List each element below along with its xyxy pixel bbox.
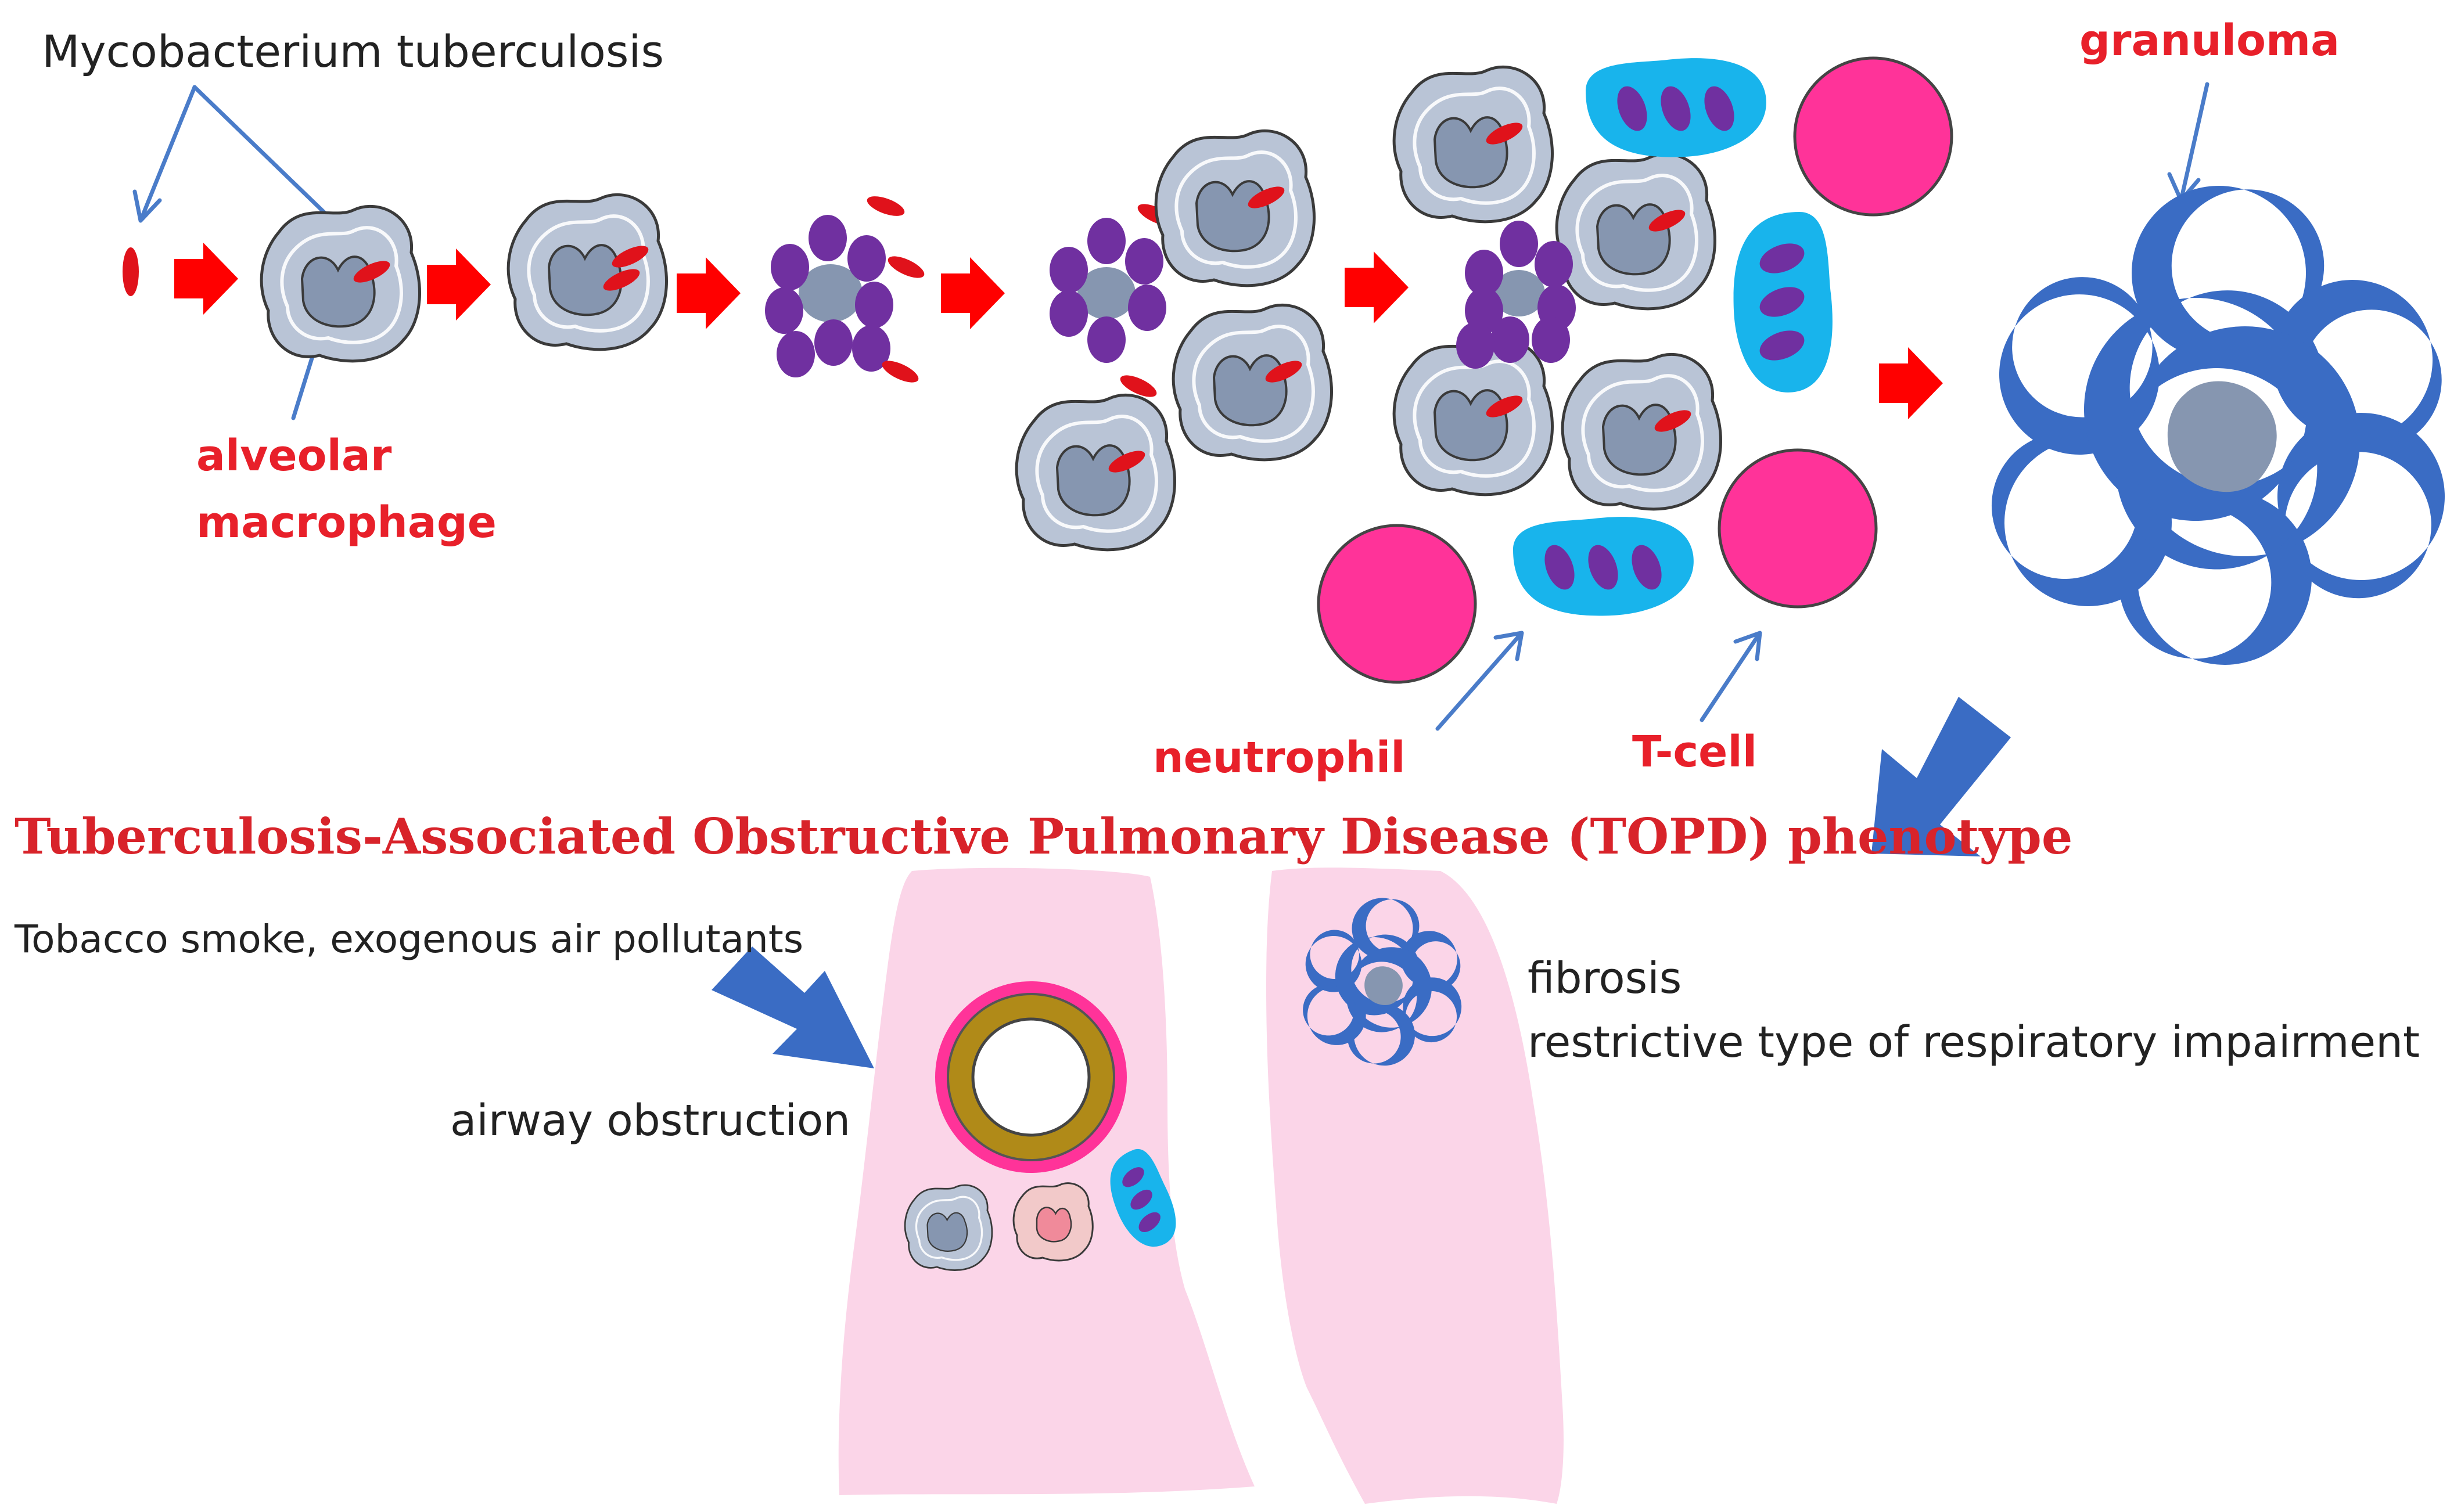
alveolar-macrophage-cell [261, 206, 419, 361]
tcell-top [1586, 58, 1766, 157]
infected-macrophage-cell [508, 195, 666, 349]
red-arrow-1 [174, 243, 238, 315]
pollutant-arrow [712, 946, 874, 1068]
lung-macrophage [904, 1184, 993, 1272]
lung-granuloma-icon [1291, 898, 1471, 1068]
alveolar-label-line1: alveolar [196, 431, 392, 481]
neutrophil-left [1317, 524, 1477, 684]
tcell-right [1733, 212, 1833, 393]
red-arrow-6 [1879, 347, 1943, 419]
red-arrow-5 [1345, 251, 1409, 323]
neutrophil-label: neutrophil [1153, 733, 1406, 783]
right-lung [1266, 867, 1564, 1504]
fibrosis-label: fibrosis [1528, 953, 1682, 1003]
free-bacterium-icon [123, 247, 139, 296]
granuloma-icon [1959, 186, 2461, 672]
red-arrow-2 [427, 249, 491, 321]
airway-lumen [971, 1017, 1091, 1137]
lung-pink-cell [1012, 1182, 1094, 1262]
recruitment-cluster [1016, 131, 1331, 549]
topd-title: Tuberculosis-Associated Obstructive Pulm… [15, 808, 2072, 865]
ruptured-macrophage-cluster [765, 192, 928, 387]
airway-label: airway obstruction [450, 1096, 850, 1146]
alveolar-label-line2: macrophage [196, 498, 497, 548]
neutrophil-right [1718, 448, 1878, 609]
tcell-label: T-cell [1632, 727, 1757, 777]
lungs-illustration [838, 867, 1564, 1504]
granuloma-label: granuloma [2079, 16, 2340, 66]
left-lung [838, 867, 1255, 1495]
neutrophil-top [1793, 56, 1953, 217]
red-arrow-3 [677, 257, 741, 329]
tobacco-label: Tobacco smoke, exogenous air pollutants [14, 917, 803, 962]
big-blue-arrow-down [1871, 697, 2011, 856]
mycobacterium-label: Mycobacterium tuberculosis [42, 26, 664, 77]
restrictive-label: restrictive type of respiratory impairme… [1528, 1017, 2420, 1067]
red-arrow-4 [941, 257, 1005, 329]
tcell-bottom [1513, 517, 1694, 616]
immune-response-cluster [1317, 56, 1953, 684]
